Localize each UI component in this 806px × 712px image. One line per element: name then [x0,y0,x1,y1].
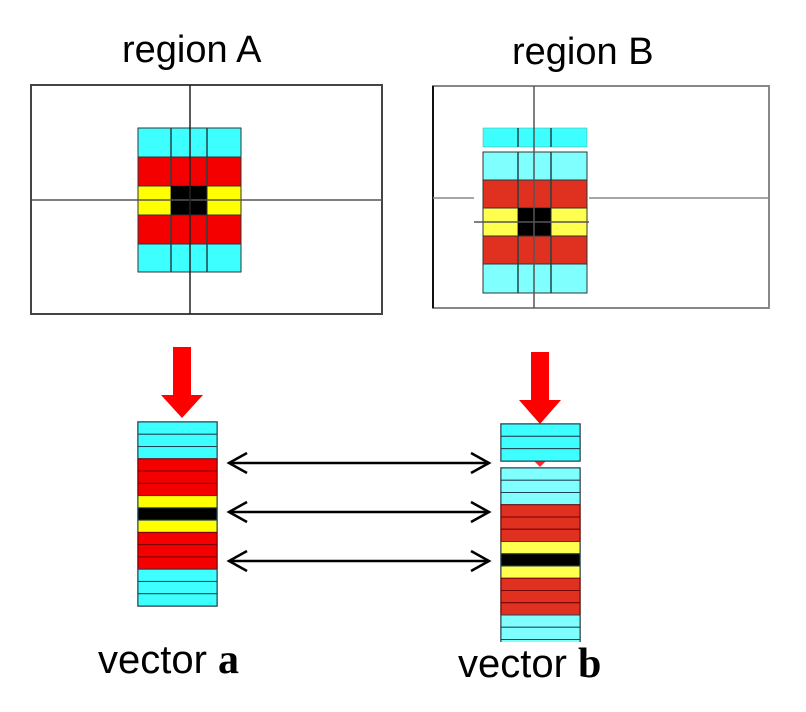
vector-stripe [137,482,218,497]
vector-stripe [500,565,581,579]
vector-stripe [500,467,581,481]
double-arrow-icon [226,500,492,524]
red-arrow-b [519,352,561,467]
vector-stripe [500,516,581,530]
vector-stripe [500,423,581,437]
vector-stripe [137,446,218,460]
down-arrow-icon [161,347,203,418]
vector-stripe [137,531,218,546]
vector-stripe [500,492,581,506]
vector-stripe [500,479,581,493]
vector-stripe [137,593,218,607]
vector-stripe [500,504,581,518]
vector-stripe [500,435,581,450]
vector-b-label: vector b [458,641,601,687]
vector-stripe [137,458,218,472]
vector-stripe [500,448,581,462]
vector-b-label-symbol: b [578,641,601,687]
vector-stripe [500,602,581,616]
correspondence-arrows [226,451,492,573]
vector-stripe [137,544,218,558]
vector-stripe [137,580,218,595]
vector-stripe [500,626,581,640]
vector-a-label: vector a [98,637,239,683]
double-arrow-icon [226,451,492,475]
vector-stripe [500,528,581,542]
arrow-head-right [470,500,492,524]
vector-a [137,421,218,607]
double-arrow-icon [226,549,492,573]
vector-stripe [500,590,581,604]
arrow-head-left [226,500,248,524]
vector-stripe [137,519,218,533]
vector-stripe [137,495,218,509]
vector-b-label-prefix: vector [458,642,578,686]
vector-stripe [137,568,218,582]
grid-row [482,151,588,181]
vector-stripe [500,577,581,591]
grid-row-top [482,127,588,148]
vector-stripe [500,553,581,567]
vector-stripe [500,541,581,555]
region-a-panel [30,84,383,315]
arrow-head-left [226,549,248,573]
region-b-grid [482,127,588,294]
region-b-panel [432,85,770,309]
arrow-head-left [226,451,248,475]
arrow-head-right [470,451,492,475]
vector-b-top-block [500,423,581,462]
vector-a-label-prefix: vector [98,638,218,682]
vector-stripe [137,470,218,484]
vector-stripe [137,507,218,521]
region-b-title: region B [512,31,654,73]
vector-stripe [137,433,218,448]
arrow-tip-fragment [534,461,546,467]
vector-stripe [137,556,218,570]
vector-stripe [500,614,581,628]
arrow-head-right [470,549,492,573]
vector-b-main-block [500,467,581,642]
vector-stripe [500,639,581,642]
vector-stripe [137,421,218,435]
red-arrow-a [161,347,203,418]
grid-row [482,179,588,209]
grid-row [482,235,588,265]
grid-row [482,263,588,294]
vector-a-label-symbol: a [218,637,239,683]
down-arrow-icon [519,352,561,424]
region-a-title: region A [122,29,262,71]
